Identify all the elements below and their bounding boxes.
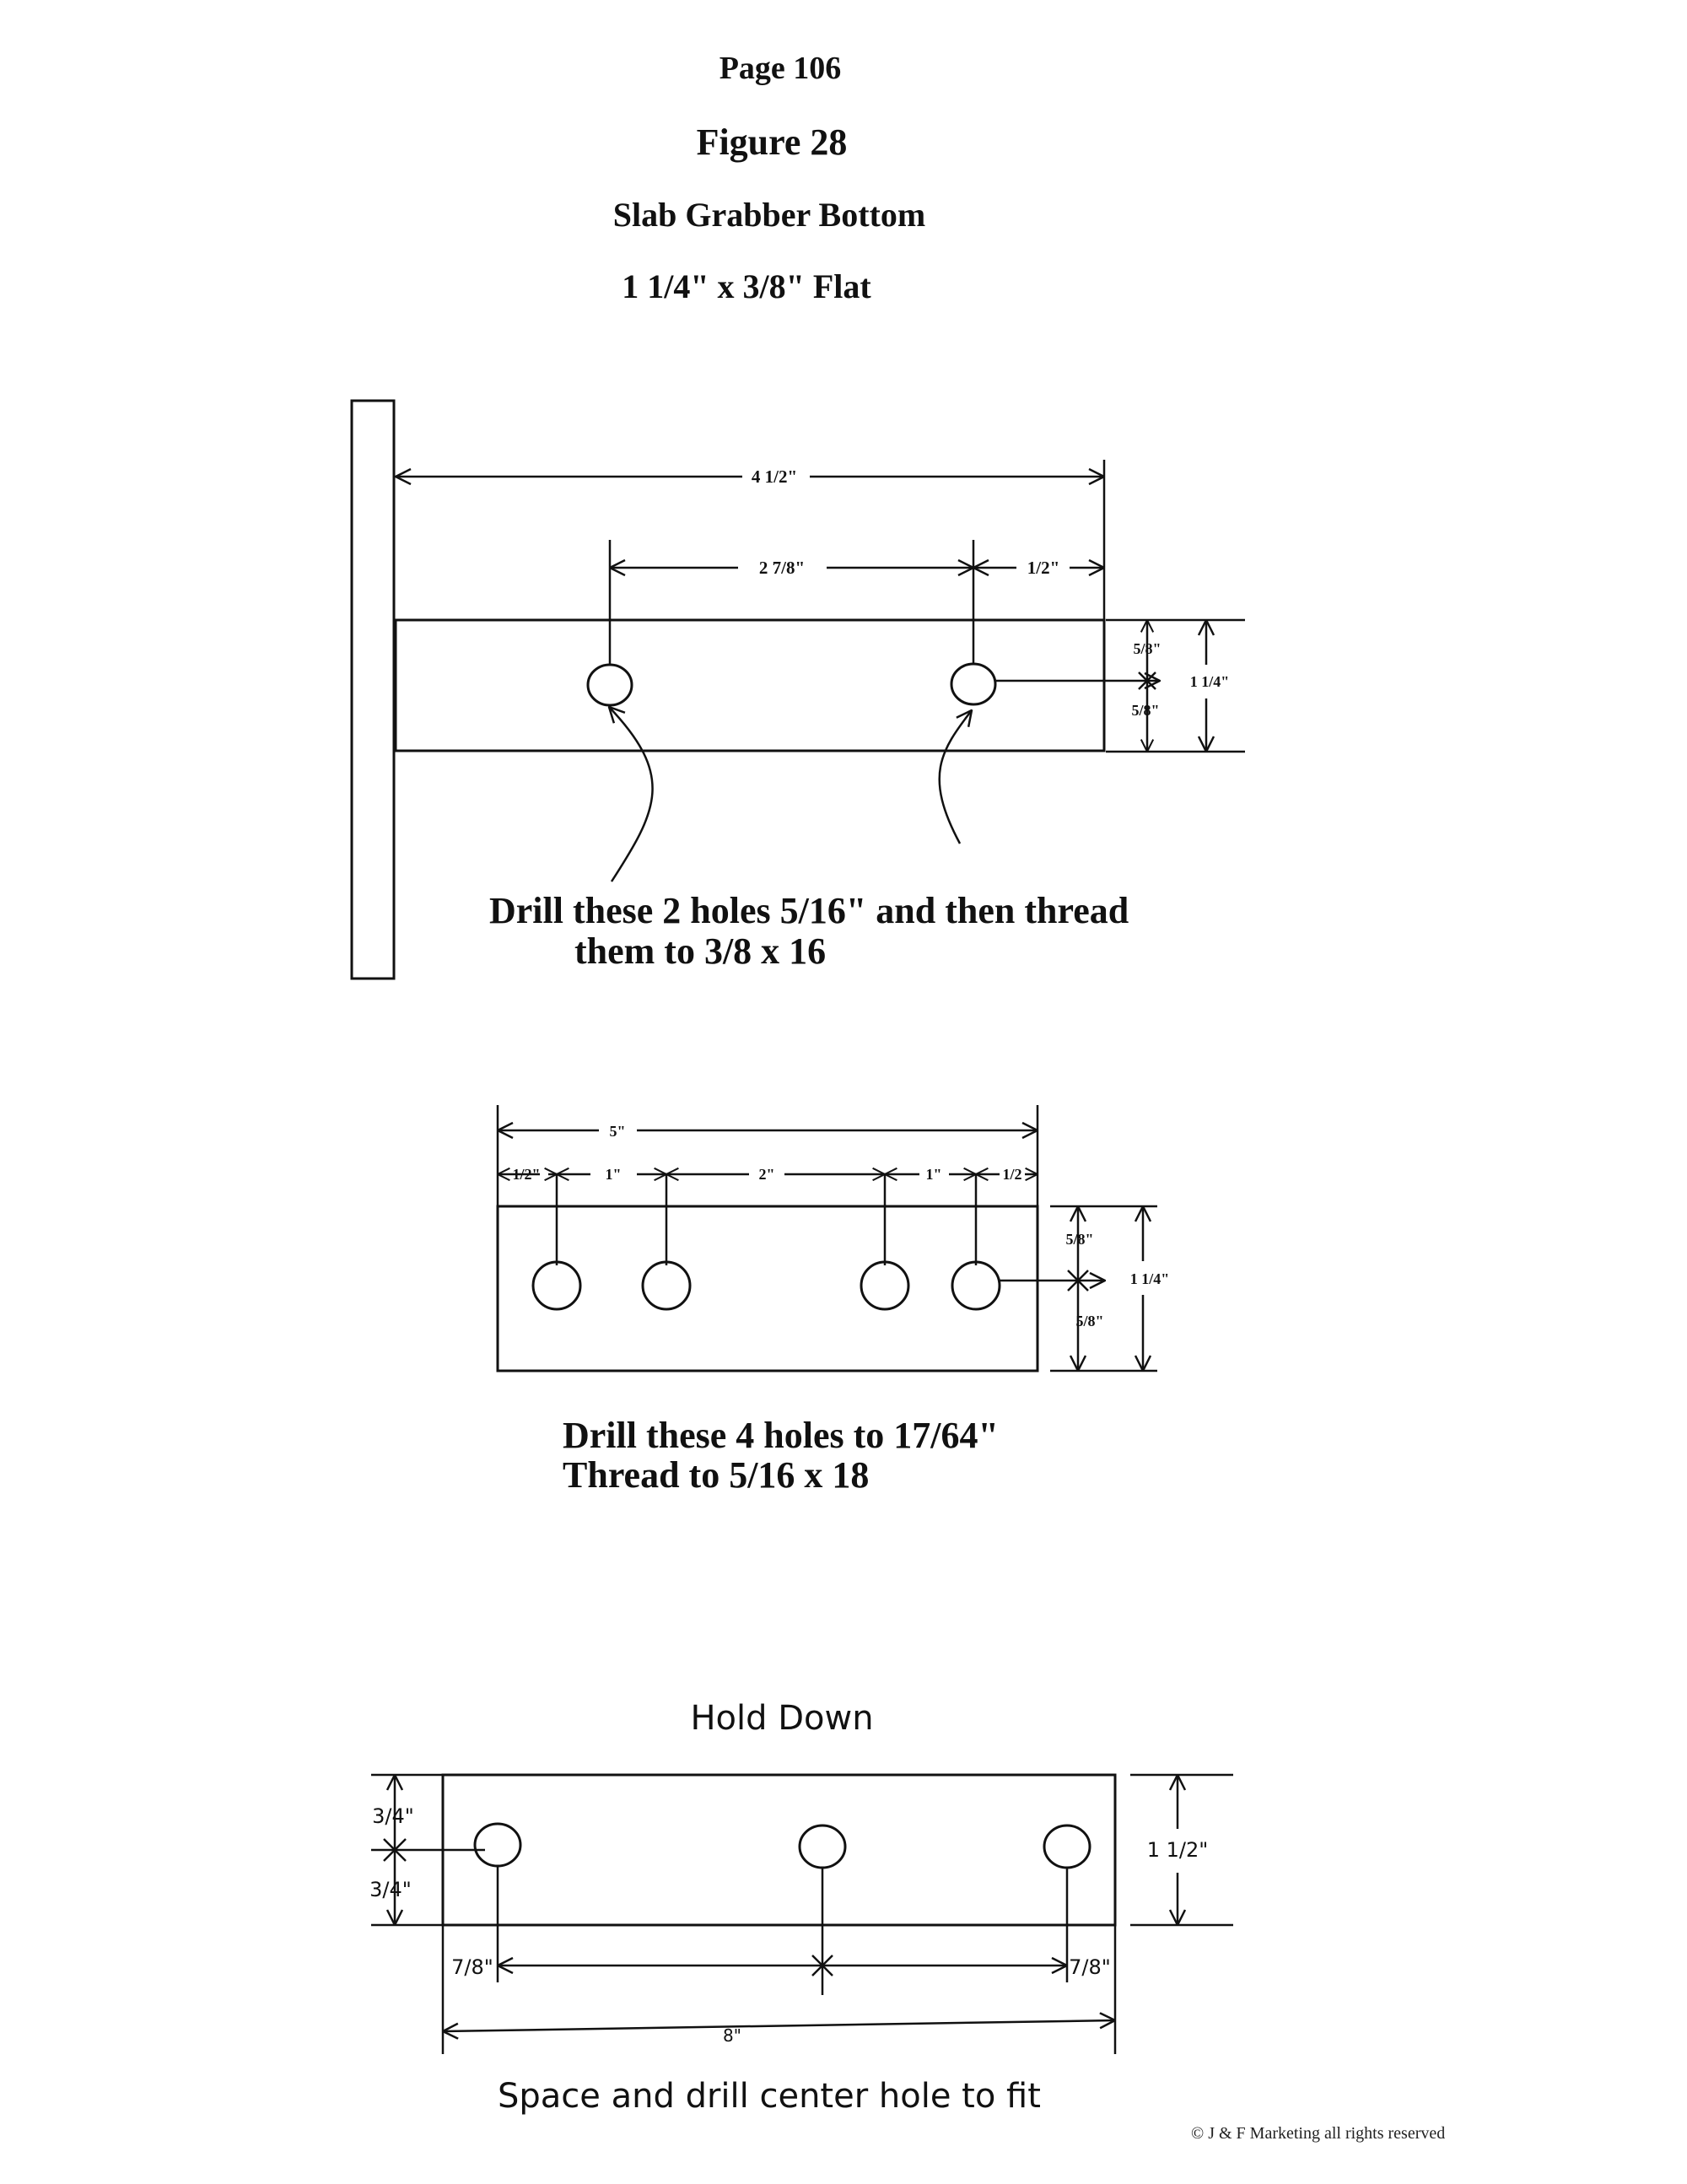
part1-dim-half-top: 5/8" [1134, 640, 1161, 657]
part3-dim-overall: 8" [723, 2025, 741, 2046]
drawing-title: Slab Grabber Bottom [613, 196, 925, 234]
part2-flat-bar [496, 1205, 1039, 1372]
part1-note-line1: Drill these 2 holes 5/16" and then threa… [489, 890, 1129, 931]
part1-note-leader [609, 707, 654, 882]
part2-four-hole-bar: 5" 1/2" 1" 2" 1" 1/2 5/8" 5/8" 1 1/4" Dr… [496, 1105, 1170, 1496]
part1-dimension-tick [1138, 671, 1156, 690]
part3-flat-bar [441, 1773, 1117, 1927]
part1-flat-bar [394, 618, 1106, 752]
part2-dim-overall: 5" [610, 1123, 626, 1140]
figure-number: Figure 28 [697, 121, 848, 163]
part2-dim-s1: 1/2" [513, 1166, 541, 1183]
part3-dimension-line [443, 2020, 1115, 2031]
part2-dim-half-bottom: 5/8" [1076, 1313, 1104, 1329]
page-number: Page 106 [720, 51, 842, 86]
part1-dim-half-bottom: 5/8" [1132, 702, 1160, 719]
header: Page 106 Figure 28 Slab Grabber Bottom 1… [613, 51, 925, 305]
part3-dim-width: 1 1/2" [1147, 1838, 1209, 1862]
part1-upright-plate [350, 399, 396, 980]
part3-dimension-tick [383, 1838, 407, 1862]
part3-dim-half-top: 3/4" [372, 1804, 414, 1828]
part2-dim-s2: 1" [606, 1166, 622, 1183]
part1-dim-overall: 4 1/2" [752, 466, 797, 487]
copyright-notice: © J & F Marketing all rights reserved [1191, 2124, 1445, 2143]
part3-dimension-tick [811, 1955, 833, 1976]
part1-dim-end-offset: 1/2" [1027, 558, 1060, 578]
stock-size: 1 1/4" x 3/8" Flat [622, 267, 871, 305]
part2-dim-width: 1 1/4" [1130, 1270, 1170, 1287]
part2-dim-half-top: 5/8" [1066, 1231, 1094, 1248]
part3-title: Hold Down [690, 1699, 873, 1738]
part2-dim-s3: 2" [759, 1166, 775, 1183]
part3-dim-half-bottom: 3/4" [369, 1878, 412, 1901]
part1-dim-width: 1 1/4" [1190, 673, 1230, 690]
part1-dim-hole-spacing: 2 7/8" [759, 558, 805, 578]
part1-note-line2: them to 3/8 x 16 [574, 930, 826, 972]
part3-note: Space and drill center hole to fit [498, 2077, 1041, 2116]
part2-dim-s5: 1/2 [1002, 1166, 1021, 1183]
part1-slab-grabber-bottom: 4 1/2" 2 7/8" 1/2" 5/8" 5/8" 1 1/4" Dril… [350, 399, 1245, 980]
part2-note-line2: Thread to 5/16 x 18 [563, 1454, 869, 1496]
part1-note-leader [938, 710, 972, 844]
part2-note-line1: Drill these 4 holes to 17/64" [563, 1415, 999, 1456]
part3-hold-down: Hold Down 3/4" 3/4" 1 1/2" 7/8" 7/8" [369, 1699, 1233, 2116]
part3-dim-left-offset: 7/8" [451, 1955, 493, 1979]
part3-dim-right-offset: 7/8" [1069, 1955, 1111, 1979]
part2-dimension-tick [1067, 1270, 1089, 1292]
part2-dim-s4: 1" [926, 1166, 942, 1183]
